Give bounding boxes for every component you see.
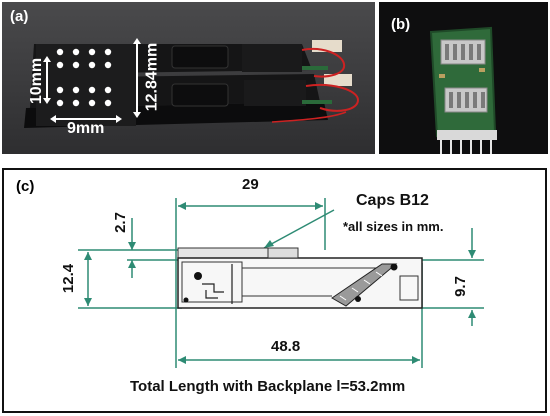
technical-drawing <box>78 198 484 368</box>
note-all-sizes: *all sizes in mm. <box>343 219 444 234</box>
drawing-panel-c: (c) <box>2 168 547 413</box>
dim-10mm-label: 10mm <box>28 57 46 105</box>
dot-array <box>43 38 141 123</box>
dim-48-8-label: 48.8 <box>271 338 301 355</box>
footer-total-length: Total Length with Backplane l=53.2mm <box>130 378 406 395</box>
pcb-photo <box>379 2 548 154</box>
photo-panel-a: (a) 10mm 9mm 12.84mm <box>2 2 375 154</box>
photo-panel-b: (b) <box>379 2 548 154</box>
dim-29-label: 29 <box>242 176 259 193</box>
panel-c-label: (c) <box>16 178 35 195</box>
dim-9-7-label: 9.7 <box>451 276 469 297</box>
dim-12-84mm-label: 12.84mm <box>143 42 161 112</box>
dim-12-4-label: 12.4 <box>60 263 78 294</box>
dim-2-7-label: 2.7 <box>111 212 129 233</box>
modules-photo <box>2 2 375 154</box>
panel-a-label: (a) <box>10 8 29 25</box>
callout-caps-b12: Caps B12 <box>356 192 429 209</box>
panel-b-label: (b) <box>391 16 411 33</box>
dim-9mm-label: 9mm <box>67 120 105 137</box>
